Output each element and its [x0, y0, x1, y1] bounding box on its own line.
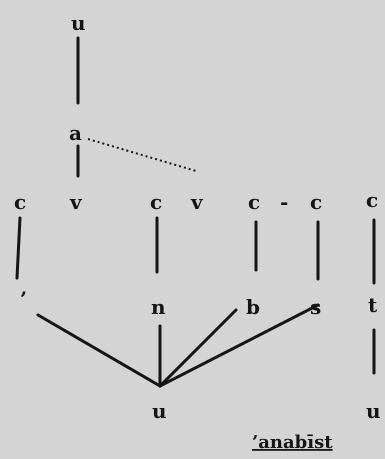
consonant-glottal: ’	[20, 287, 27, 311]
melody-u-right: u	[366, 399, 381, 423]
surface-form: ’anabīst	[252, 432, 333, 453]
skeleton-hyphen: -	[280, 190, 288, 214]
consonant-t: t	[368, 293, 378, 317]
skeleton-c2: c	[150, 190, 162, 214]
skeleton-c1: c	[14, 190, 26, 214]
melody-a: a	[69, 121, 82, 145]
line-s-u	[158, 303, 320, 388]
dotted-line-a-v2	[87, 138, 197, 172]
skeleton-c3: c	[248, 190, 260, 214]
melody-u-bottom: u	[152, 399, 167, 423]
consonant-n: n	[151, 295, 166, 319]
skeleton-v1: v	[69, 190, 83, 214]
melody-u-top: u	[71, 11, 86, 35]
line-glottal-u	[36, 313, 162, 388]
skeleton-c4: c	[310, 190, 322, 214]
line-c1-glottal	[15, 216, 22, 280]
consonant-b: b	[246, 295, 260, 319]
skeleton-c5: c	[366, 188, 378, 212]
skeleton-v2: v	[190, 190, 204, 214]
line-b-u	[158, 308, 238, 388]
consonant-s: s	[310, 295, 321, 319]
